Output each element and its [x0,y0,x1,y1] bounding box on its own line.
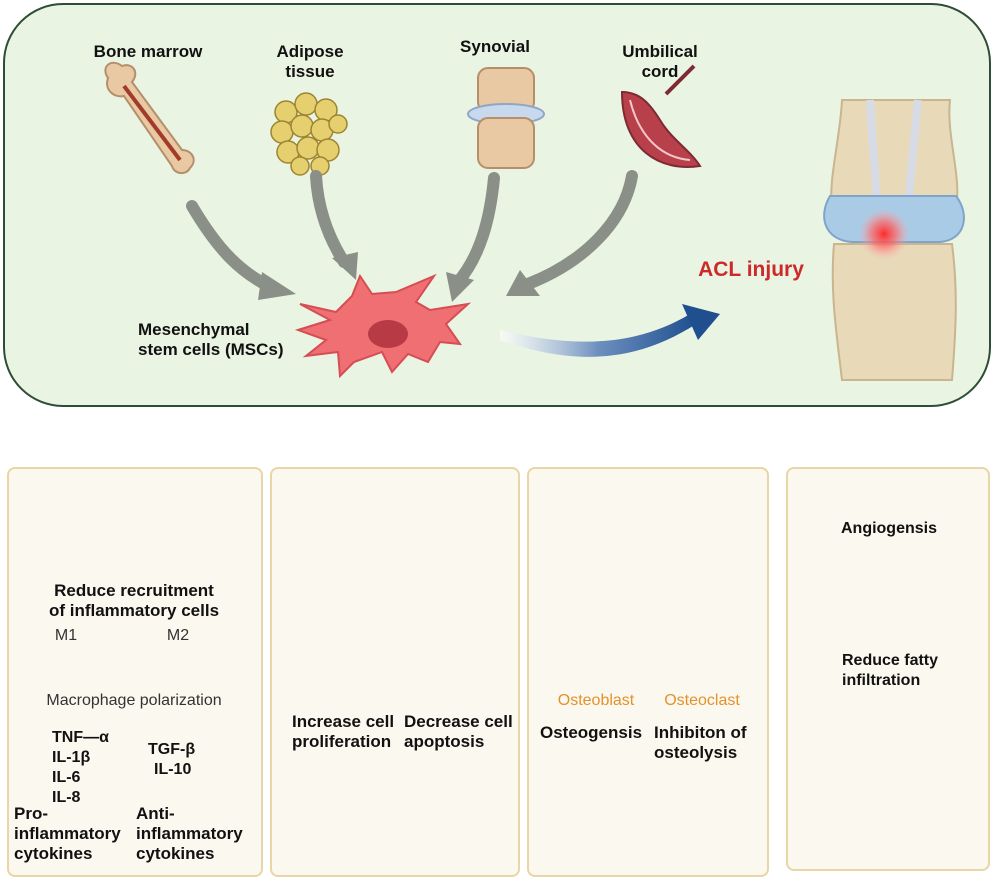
macrophage-polarization-label: Macrophage polarization [46,692,222,709]
reduce-recruitment-label: Reduce recruitment of inflammatory cells [48,581,220,620]
inhibition-osteolysis-label: Inhibiton of osteolysis [654,723,747,762]
anti-inflammatory-label: Anti- inflammatory cytokines [136,804,243,863]
synovial-joint-icon [467,67,545,169]
knee-icon [823,99,965,381]
panel-cell-fate [270,467,520,877]
grey-arrow-adipose [310,170,350,268]
panel-vascular [786,467,990,871]
msc-cell-icon [294,273,472,379]
bone-marrow-label: Bone marrow [93,42,203,61]
pro-inflammatory-label: Pro- inflammatory cytokines [14,804,121,863]
msc-label: Mesenchymal stem cells (MSCs) [138,320,284,359]
m2-label: M2 [166,627,190,644]
m1-label: M1 [54,627,78,644]
panel-bone [527,467,769,877]
acl-injury-label: ACL injury [698,258,804,281]
grey-arrow-bone [186,200,278,294]
umbilical-cord-icon [620,64,702,168]
osteogenesis-label: Osteogensis [540,723,643,742]
grey-arrow-synovial [452,172,500,288]
bone-icon [104,61,195,174]
osteoclast-label: Osteoclast [664,692,740,709]
anti-cytokine-list: TGF-β IL-10 [148,741,196,778]
pro-cytokine-list: TNF—α IL-1β IL-6 IL-8 [52,729,109,806]
umbilical-label: Umbilical cord [622,42,698,81]
increase-proliferation-label: Increase cell proliferation [292,712,395,751]
adipose-label: Adipose tissue [276,42,344,81]
angiogenesis-label: Angiogensis [840,520,937,537]
synovial-label: Synovial [460,37,530,56]
grey-arrows [186,170,638,294]
reduce-fatty-infiltration-label: Reduce fatty infiltration [842,652,939,689]
panel-inflammation [7,467,263,877]
osteoblast-label: Osteoblast [557,692,635,709]
decrease-apoptosis-label: Decrease cell apoptosis [404,712,513,751]
blue-arrow [500,304,720,357]
grey-arrow-umbilical [522,170,638,290]
fat-cluster-icon [270,92,348,176]
